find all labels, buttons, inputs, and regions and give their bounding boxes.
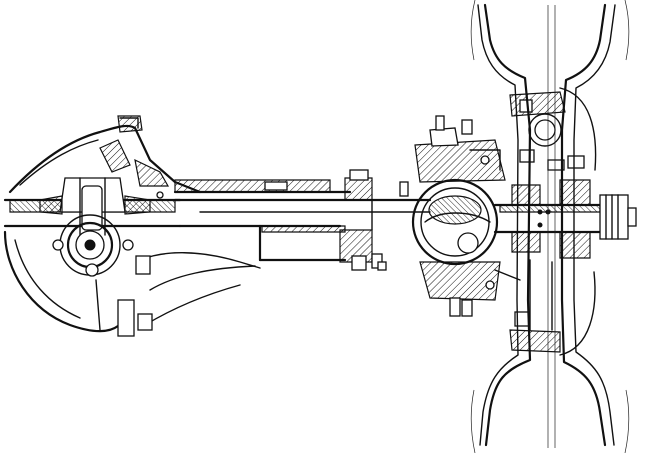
fasteners xyxy=(156,155,495,290)
axle-tube xyxy=(173,169,432,271)
steering-knuckle-hub xyxy=(411,87,637,356)
differential-housing xyxy=(3,115,261,333)
differential-gear-assembly xyxy=(39,177,153,337)
wheel-rim xyxy=(470,0,630,453)
